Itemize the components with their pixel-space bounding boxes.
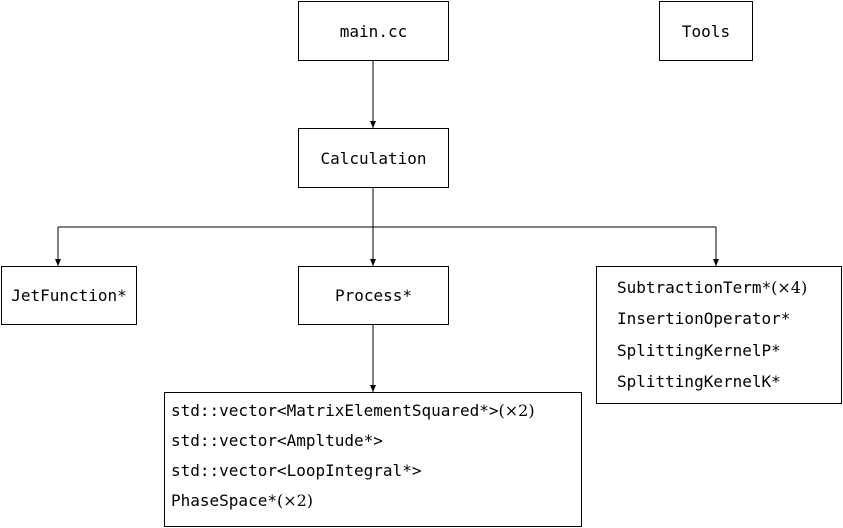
node-calculation-label: Calculation	[320, 148, 427, 168]
node-subtraction: SubtractionTerm*(×4) InsertionOperator* …	[596, 266, 842, 404]
node-calculation: Calculation	[298, 128, 449, 188]
process-member-item: PhaseSpace*(×2)	[171, 491, 314, 510]
node-process: Process*	[298, 266, 449, 325]
node-main-label: main.cc	[339, 21, 408, 41]
node-tools-label: Tools	[681, 21, 731, 41]
node-jetfunction: JetFunction*	[1, 266, 137, 325]
subtraction-item: InsertionOperator*	[617, 309, 791, 329]
subtraction-item: SubtractionTerm*(×4)	[617, 278, 808, 297]
node-main: main.cc	[298, 1, 449, 61]
subtraction-item: SplittingKernelP*	[617, 340, 781, 360]
process-member-item: std::vector<Ampltude*>	[171, 431, 383, 450]
node-process-members: std::vector<MatrixElementSquared*>(×2) s…	[164, 392, 582, 527]
node-tools: Tools	[659, 1, 753, 61]
node-jetfunction-label: JetFunction*	[11, 286, 127, 305]
subtraction-item: SplittingKernelK*	[617, 371, 781, 391]
node-process-label: Process*	[334, 286, 413, 305]
process-member-item: std::vector<LoopIntegral*>	[171, 461, 422, 480]
process-member-item: std::vector<MatrixElementSquared*>(×2)	[171, 401, 535, 420]
